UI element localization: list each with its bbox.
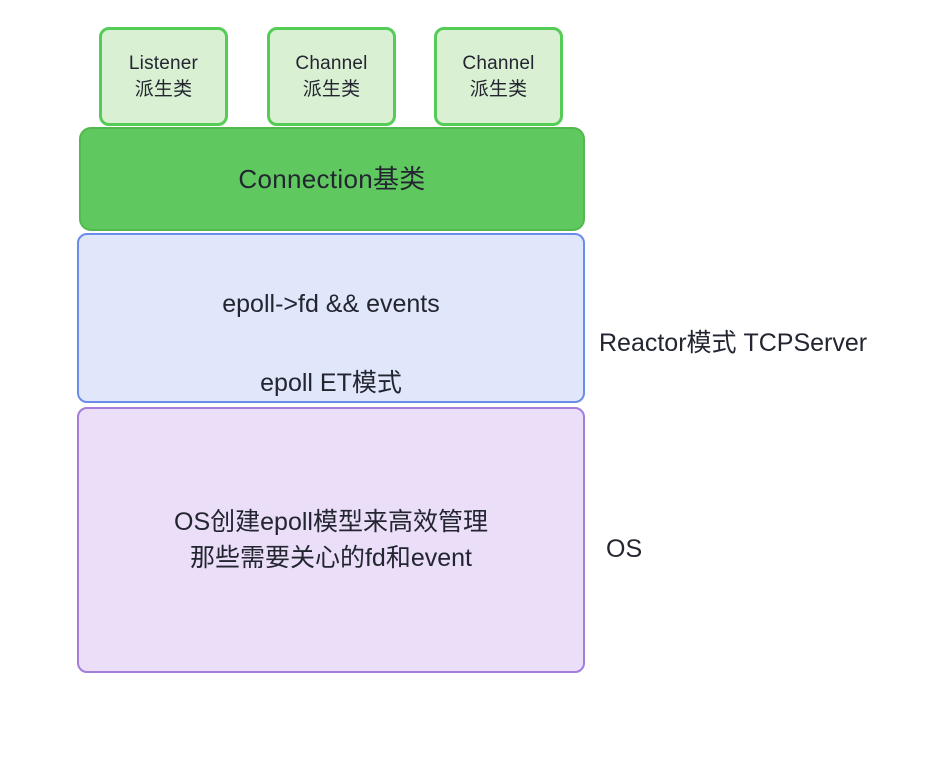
annotation-os: OS	[606, 535, 643, 563]
node-epoll-layer-line2: epoll ET模式	[260, 369, 402, 397]
node-listener-derived-line1: Listener	[128, 53, 199, 75]
node-os-layer-text: OS创建epoll模型来高效管理 那些需要关心的fd和event	[174, 507, 488, 572]
node-channel-derived-1[interactable]: Channel 派生类	[267, 27, 396, 126]
node-channel-derived-2-line2: 派生类	[469, 78, 528, 100]
node-listener-derived-line2: 派生类	[134, 78, 193, 100]
node-listener-derived[interactable]: Listener 派生类	[99, 27, 228, 126]
node-channel-derived-2-line1: Channel	[462, 53, 535, 75]
node-connection-base-class[interactable]: Connection基类	[79, 127, 585, 231]
node-epoll-layer[interactable]: epoll->fd && events epoll ET模式	[77, 233, 585, 403]
node-os-layer[interactable]: OS创建epoll模型来高效管理 那些需要关心的fd和event	[77, 407, 585, 673]
node-channel-derived-1-line1: Channel	[295, 53, 368, 75]
node-connection-base-class-label: Connection基类	[238, 163, 426, 194]
node-channel-derived-2[interactable]: Channel 派生类	[434, 27, 563, 126]
node-epoll-layer-line1: epoll->fd && events	[222, 290, 440, 318]
annotation-reactor-tcpserver: Reactor模式 TCPServer	[599, 329, 868, 357]
node-channel-derived-1-line2: 派生类	[302, 78, 361, 100]
